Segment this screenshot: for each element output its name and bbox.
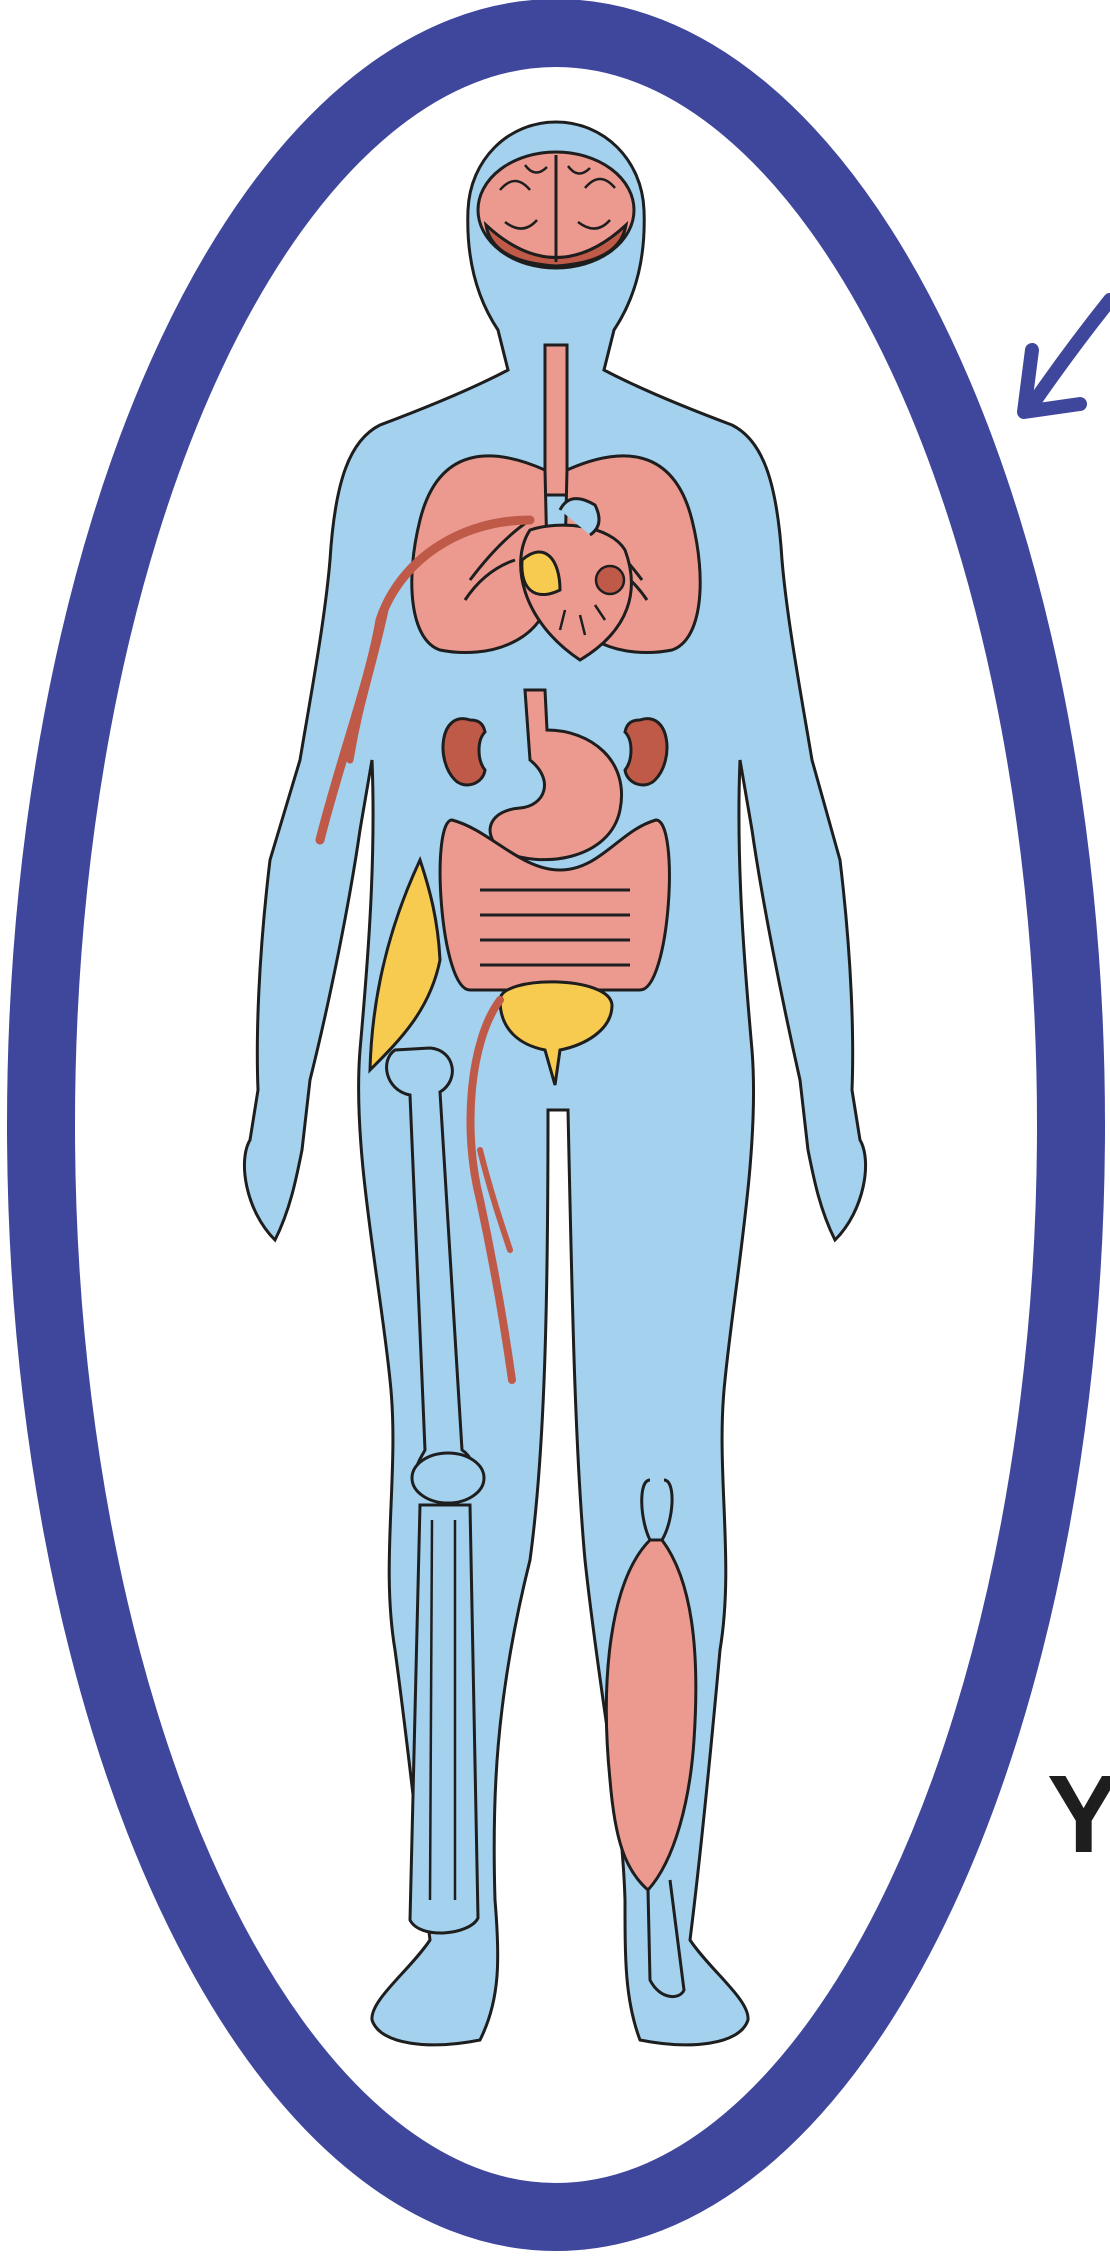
- tibia: [410, 1505, 478, 1933]
- pointer-arrow-icon: [1024, 300, 1110, 412]
- trachea: [545, 345, 567, 495]
- edge-text-fragment: Y: [1047, 1760, 1110, 1870]
- knee: [412, 1453, 484, 1503]
- brain: [478, 152, 634, 268]
